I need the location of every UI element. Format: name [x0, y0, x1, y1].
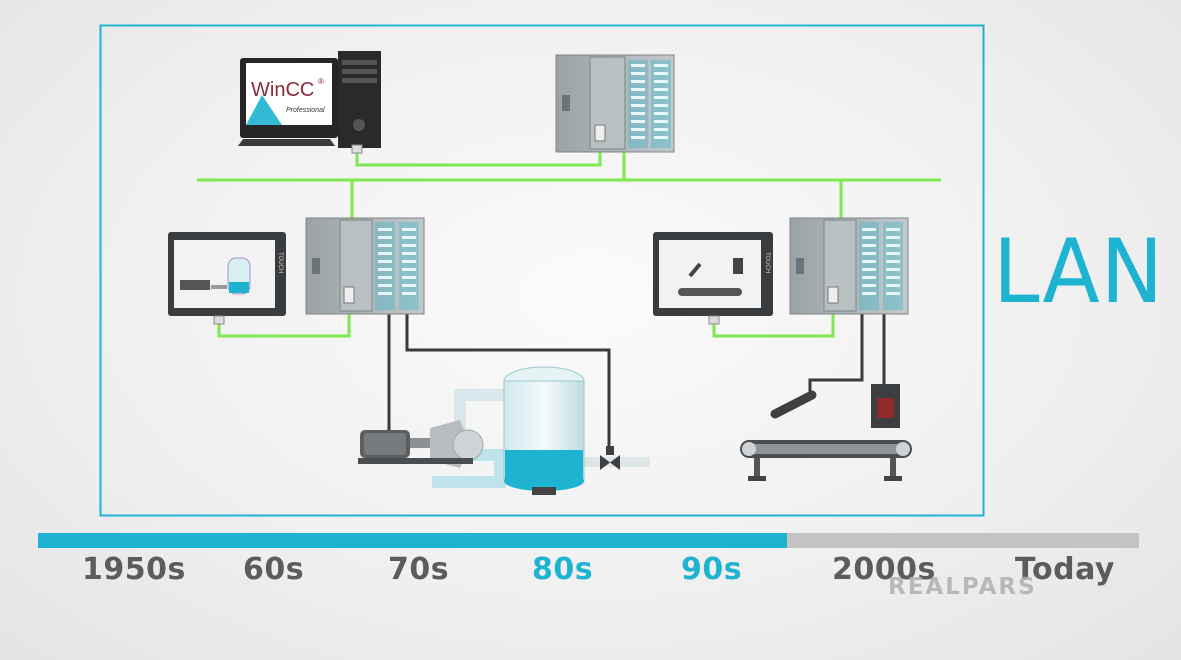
svg-text:TOUCH: TOUCH: [764, 252, 770, 273]
hmi-panel-icon: TOUCH: [653, 232, 773, 325]
era-label-1950s: 1950s: [82, 552, 186, 587]
lan-label: LAN: [993, 220, 1165, 323]
photoelectric-sensor-icon: [871, 384, 900, 428]
era-label-90s: 90s: [681, 552, 743, 587]
workstation-icon: WinCC ® Professional: [238, 51, 381, 154]
lan-boundary: [99, 24, 985, 517]
svg-text:TOUCH: TOUCH: [277, 252, 283, 273]
field-cables: [387, 313, 886, 448]
era-label-today: Today: [1015, 552, 1115, 587]
hmi-panel-icon: TOUCH: [168, 232, 286, 325]
era-label-2000s: 2000s: [832, 552, 936, 587]
valve-icon: [600, 446, 620, 470]
plc-rack-icon: [305, 217, 425, 315]
svg-text:®: ®: [318, 77, 324, 86]
conveyor-icon: [740, 440, 912, 481]
plc-rack-icon: [555, 54, 675, 153]
storage-tank-icon: [503, 366, 585, 495]
pump-motor-icon: [358, 420, 484, 468]
realpars-watermark: REALPARS: [888, 574, 1037, 600]
timeline-track: [38, 533, 1139, 548]
wincc-logo-text: WinCC: [251, 79, 314, 101]
era-label-80s: 80s: [532, 552, 594, 587]
network-diagram: WinCC ® Professional TOUCH: [99, 24, 985, 517]
wincc-edition-text: Professional: [286, 107, 325, 114]
era-label-60s: 60s: [243, 552, 305, 587]
era-label-70s: 70s: [388, 552, 450, 587]
timeline-progress: [38, 533, 787, 548]
proximity-sensor-icon: [770, 390, 817, 419]
plc-rack-icon: [789, 217, 909, 315]
